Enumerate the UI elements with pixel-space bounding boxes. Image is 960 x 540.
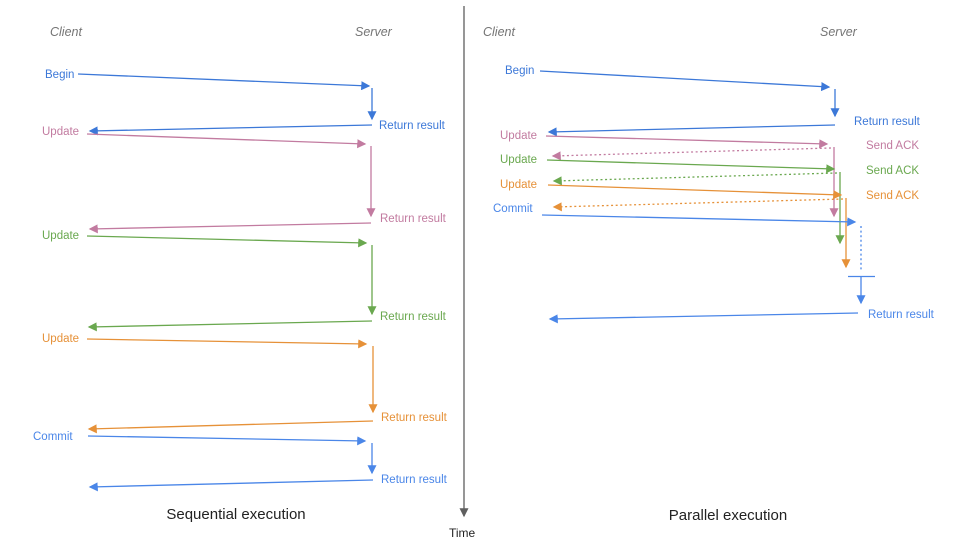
par-begin-label: Begin	[505, 65, 534, 77]
seq-update2-label: Update	[42, 230, 79, 242]
time-axis: Time	[449, 6, 476, 540]
par-begin-request-arrow	[539, 70, 831, 92]
par-commit-request-arrow	[541, 214, 857, 227]
seq-begin-response-arrow	[88, 124, 373, 136]
seq-msg-commit: Commit Return result	[33, 431, 448, 492]
par-commit-response-label: Return result	[868, 309, 935, 321]
par-update2-ack-label: Send ACK	[866, 165, 919, 177]
sequential-panel: Client Server Begin Return result Update…	[33, 25, 448, 523]
seq-client-header: Client	[50, 25, 82, 39]
seq-begin-response-label: Return result	[379, 120, 446, 132]
par-server-header: Server	[820, 25, 858, 39]
par-client-header: Client	[483, 25, 515, 39]
par-msg-update2: Update Send ACK	[500, 154, 919, 245]
seq-commit-request-arrow	[87, 435, 367, 446]
seq-update3-response-label: Return result	[381, 412, 448, 424]
seq-server-header: Server	[355, 25, 393, 39]
seq-update1-request-arrow	[86, 133, 367, 149]
seq-commit-response-label: Return result	[381, 474, 448, 486]
par-update3-request-arrow	[547, 184, 843, 200]
seq-update2-request-arrow	[86, 235, 368, 248]
seq-msg-update2: Update Return result	[42, 230, 447, 332]
time-axis-label: Time	[449, 526, 476, 540]
par-msg-update3: Update Send ACK	[500, 179, 919, 269]
seq-update1-response-arrow	[88, 222, 372, 234]
parallel-panel: Client Server Begin Return result Update…	[483, 25, 935, 524]
par-update1-ack-arrow	[551, 147, 832, 161]
seq-update3-request-arrow	[86, 338, 368, 349]
seq-begin-label: Begin	[45, 69, 74, 81]
seq-commit-label: Commit	[33, 431, 73, 443]
par-msg-update1: Update Send ACK	[500, 130, 919, 218]
par-update3-ack-arrow	[552, 198, 844, 212]
par-msg-commit: Commit Return result	[493, 203, 935, 324]
par-commit-response-arrow	[548, 312, 859, 324]
par-update1-label: Update	[500, 130, 537, 142]
par-update1-request-arrow	[545, 135, 829, 149]
seq-msg-update3: Update Return result	[42, 333, 448, 434]
seq-update2-response-arrow	[87, 320, 373, 332]
par-commit-label: Commit	[493, 203, 533, 215]
par-panel-caption: Parallel execution	[669, 507, 787, 524]
seq-msg-begin: Begin Return result	[45, 69, 446, 136]
seq-update1-label: Update	[42, 126, 79, 138]
seq-commit-response-arrow	[88, 479, 374, 492]
seq-msg-update1: Update Return result	[42, 126, 447, 234]
par-update2-request-arrow	[546, 159, 836, 174]
par-update1-ack-label: Send ACK	[866, 140, 919, 152]
seq-update3-label: Update	[42, 333, 79, 345]
par-update3-ack-label: Send ACK	[866, 190, 919, 202]
par-msg-begin: Begin Return result	[505, 65, 921, 137]
seq-update1-response-label: Return result	[380, 213, 447, 225]
par-begin-response-arrow	[547, 124, 836, 137]
seq-update3-response-arrow	[87, 420, 374, 434]
par-update2-ack-arrow	[552, 172, 838, 186]
seq-begin-request-arrow	[77, 73, 371, 91]
par-update3-label: Update	[500, 179, 537, 191]
par-update2-label: Update	[500, 154, 537, 166]
seq-panel-caption: Sequential execution	[166, 506, 305, 523]
seq-update2-response-label: Return result	[380, 311, 447, 323]
par-begin-response-label: Return result	[854, 116, 921, 128]
